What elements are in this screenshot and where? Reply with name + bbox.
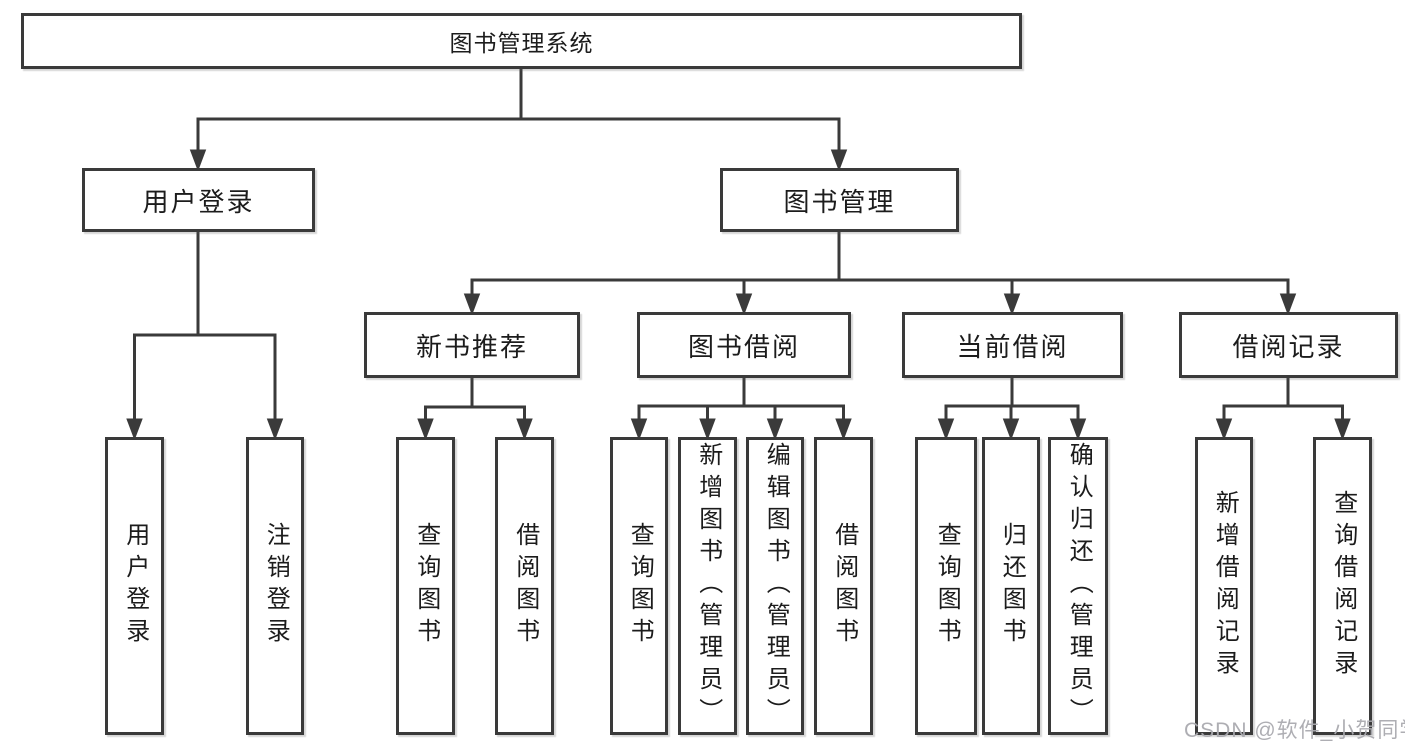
node-label: 查询借阅记录 (1329, 490, 1357, 682)
node-borrow-records: 借阅记录 (1179, 312, 1398, 378)
arrowhead (1003, 293, 1021, 316)
node-label: 查询图书 (412, 522, 440, 650)
connector-user-login-to-children (126, 232, 284, 441)
connector-current-borrow-to-children (937, 378, 1087, 441)
node-root-book-management-system: 图书管理系统 (21, 13, 1022, 69)
node-book-borrow: 图书借阅 (637, 312, 851, 378)
node-current-borrow: 当前借阅 (902, 312, 1123, 378)
arrowhead (630, 418, 648, 441)
leaf-borrow-edit-book-admin: 编辑图书（管理员） (746, 437, 804, 735)
node-label: 新增借阅记录 (1211, 490, 1239, 682)
arrowhead (126, 418, 143, 441)
leaf-borrow-borrow-book: 借阅图书 (814, 437, 873, 735)
node-label: 图书管理 (783, 186, 896, 217)
arrowhead (835, 418, 852, 441)
arrowhead (830, 149, 848, 172)
leaf-newrec-borrow-book: 借阅图书 (495, 437, 554, 735)
arrowhead (1215, 418, 1233, 441)
node-label: 确认归还（管理员） (1065, 442, 1093, 730)
node-label: 用户登录 (121, 522, 149, 650)
leaf-records-query-borrow-record: 查询借阅记录 (1313, 437, 1372, 735)
node-book-management: 图书管理 (720, 168, 959, 232)
connector-book-borrow-to-children (630, 378, 852, 441)
node-label: 查询图书 (933, 522, 961, 650)
leaf-logout: 注销登录 (246, 437, 304, 735)
csdn-watermark: CSDN @软件_小贺同学 (1184, 719, 1405, 742)
arrowhead (766, 418, 784, 441)
arrowhead (189, 149, 207, 172)
node-new-book-recommend: 新书推荐 (364, 312, 580, 378)
node-label: 新书推荐 (415, 331, 528, 362)
node-label: 新增图书（管理员） (694, 442, 722, 730)
arrowhead (937, 418, 955, 441)
arrowhead (516, 418, 533, 441)
leaf-current-confirm-return-admin: 确认归还（管理员） (1048, 437, 1108, 735)
arrowhead (1002, 418, 1020, 441)
node-label: 查询图书 (626, 522, 654, 650)
node-label: 借阅记录 (1232, 331, 1345, 362)
arrowhead (417, 418, 434, 441)
node-label: 图书借阅 (687, 331, 800, 362)
node-label: 借阅图书 (830, 522, 858, 650)
arrowhead (699, 418, 716, 441)
leaf-current-query-book: 查询图书 (915, 437, 977, 735)
node-label: 图书管理系统 (449, 30, 594, 56)
leaf-borrow-query-book: 查询图书 (610, 437, 668, 735)
node-user-login: 用户登录 (82, 168, 315, 232)
node-label: 用户登录 (142, 186, 255, 217)
node-label: 归还图书 (998, 522, 1026, 650)
leaf-current-return-book: 归还图书 (982, 437, 1040, 735)
node-label: 当前借阅 (956, 331, 1069, 362)
connector-book-management-to-level3 (463, 232, 1297, 316)
arrowhead (1279, 293, 1297, 316)
connector-root-to-level2 (189, 66, 848, 172)
node-label: 借阅图书 (511, 522, 539, 650)
arrowhead (735, 293, 753, 316)
arrowhead (1069, 418, 1087, 441)
arrowhead (266, 418, 284, 441)
node-label: 编辑图书（管理员） (762, 442, 790, 730)
leaf-borrow-add-book-admin: 新增图书（管理员） (678, 437, 737, 735)
arrowhead (1334, 418, 1351, 441)
leaf-newrec-query-book: 查询图书 (396, 437, 455, 735)
connector-new-book-to-children (417, 378, 533, 441)
arrowhead (463, 293, 481, 316)
leaf-records-add-borrow-record: 新增借阅记录 (1195, 437, 1253, 735)
node-label: 注销登录 (262, 522, 290, 650)
connector-borrow-records-to-children (1215, 378, 1351, 441)
leaf-user-login: 用户登录 (105, 437, 164, 735)
